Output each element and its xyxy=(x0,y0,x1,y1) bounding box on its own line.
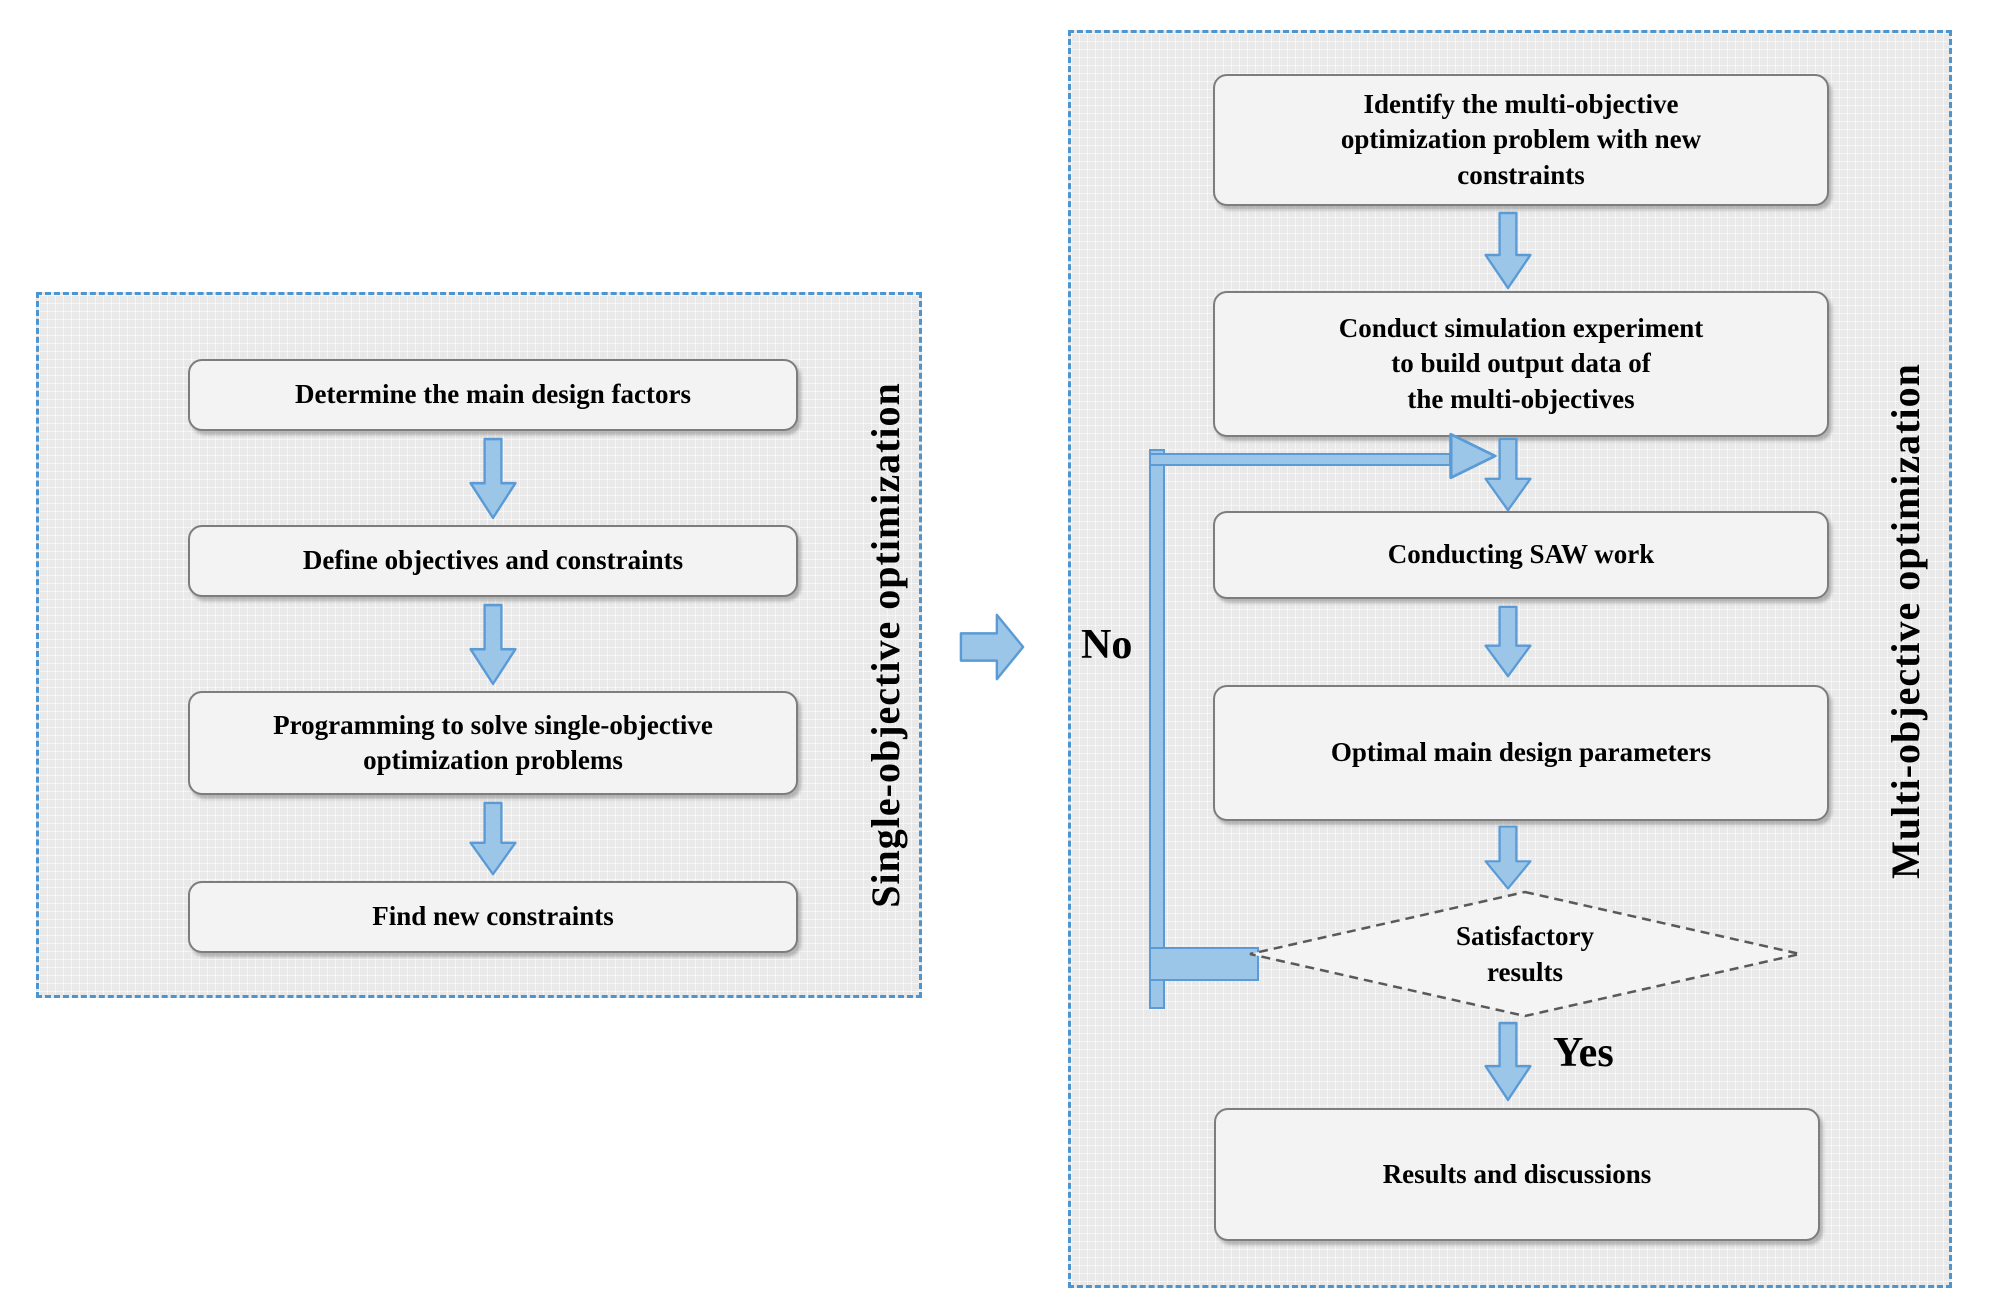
panel-transition-right-arrow-icon xyxy=(959,613,1025,681)
down-arrow-icon xyxy=(469,801,517,876)
single-objective-panel-label: Single-objective optimization xyxy=(863,382,908,908)
step-programming-single-objective: Programming to solve single-objective op… xyxy=(188,691,798,795)
step-conducting-saw-work: Conducting SAW work xyxy=(1213,511,1829,599)
step-conduct-simulation-experiment: Conduct simulation experiment to build o… xyxy=(1213,291,1829,437)
no-edge-label: No xyxy=(1081,622,1133,668)
no-loop-vertical-line xyxy=(1149,449,1165,1009)
down-arrow-icon xyxy=(1484,605,1532,678)
multi-objective-panel-label: Multi-objective optimization xyxy=(1883,363,1928,880)
no-loop-arrowhead-icon xyxy=(1449,432,1497,480)
multi-objective-panel: Identify the multi-objective optimizatio… xyxy=(1068,30,1952,1288)
step-determine-design-factors: Determine the main design factors xyxy=(188,359,798,431)
step-results-and-discussions: Results and discussions xyxy=(1214,1108,1820,1241)
decision-satisfactory-results: Satisfactory results xyxy=(1246,889,1804,1019)
down-arrow-icon xyxy=(1484,437,1532,512)
step-optimal-design-parameters: Optimal main design parameters xyxy=(1213,685,1829,821)
no-loop-stub-line xyxy=(1149,947,1259,981)
down-arrow-icon xyxy=(469,603,517,686)
single-objective-panel: Determine the main design factors Define… xyxy=(36,292,922,998)
step-find-new-constraints: Find new constraints xyxy=(188,881,798,953)
down-arrow-icon xyxy=(1484,1021,1532,1102)
yes-edge-label: Yes xyxy=(1553,1030,1614,1076)
down-arrow-icon xyxy=(1484,825,1532,890)
step-identify-multi-objective-problem: Identify the multi-objective optimizatio… xyxy=(1213,74,1829,206)
diamond-shape-icon xyxy=(1249,890,1801,1018)
step-define-objectives-constraints: Define objectives and constraints xyxy=(188,525,798,597)
down-arrow-icon xyxy=(1484,211,1532,290)
down-arrow-icon xyxy=(469,437,517,520)
decision-label: Satisfactory results xyxy=(1456,920,1594,987)
no-loop-horizontal-line xyxy=(1149,453,1451,466)
